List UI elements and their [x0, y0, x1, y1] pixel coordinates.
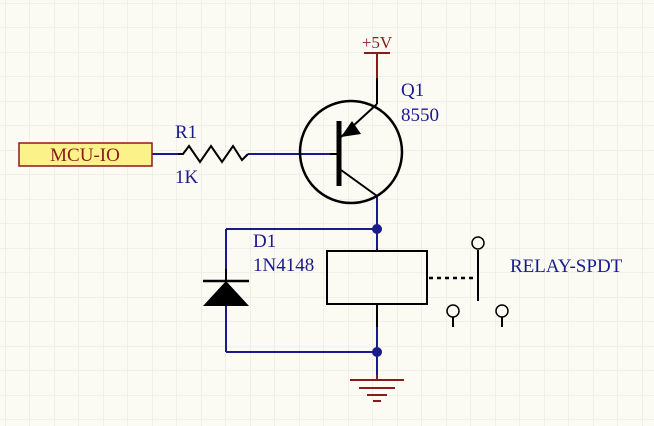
wires	[152, 153, 378, 375]
resistor-zigzag	[178, 144, 249, 164]
relay-no-contact	[495, 304, 509, 318]
relay-spdt[interactable]: RELAY-SPDT	[326, 236, 623, 327]
transistor-body	[298, 99, 404, 205]
relay-common-contact	[471, 236, 485, 250]
transistor-collector	[340, 169, 378, 197]
port-label: MCU-IO	[50, 145, 120, 166]
mcu-io-port[interactable]: MCU-IO	[18, 142, 153, 167]
resistor-designator: R1	[175, 122, 197, 143]
diode-value: 1N4148	[253, 255, 314, 276]
transistor-q1[interactable]: Q1 8550	[298, 80, 439, 205]
transistor-emitter-arrow	[341, 121, 361, 137]
transistor-value: 8550	[401, 105, 439, 126]
power-symbol-5v[interactable]: +5V	[362, 33, 393, 104]
power-label: +5V	[362, 33, 393, 52]
relay-nc-contact	[446, 304, 460, 318]
junction-bottom-dot	[372, 347, 382, 357]
junction-top-dot	[372, 224, 382, 234]
diode-triangle	[203, 281, 249, 306]
relay-label: RELAY-SPDT	[510, 256, 623, 277]
resistor-value: 1K	[175, 167, 199, 188]
transistor-designator: Q1	[401, 80, 424, 101]
diode-designator: D1	[253, 231, 276, 252]
resistor-r1[interactable]: R1 1K	[175, 122, 249, 188]
diode-d1[interactable]: D1 1N4148	[203, 231, 314, 306]
ground-symbol[interactable]	[350, 375, 404, 402]
